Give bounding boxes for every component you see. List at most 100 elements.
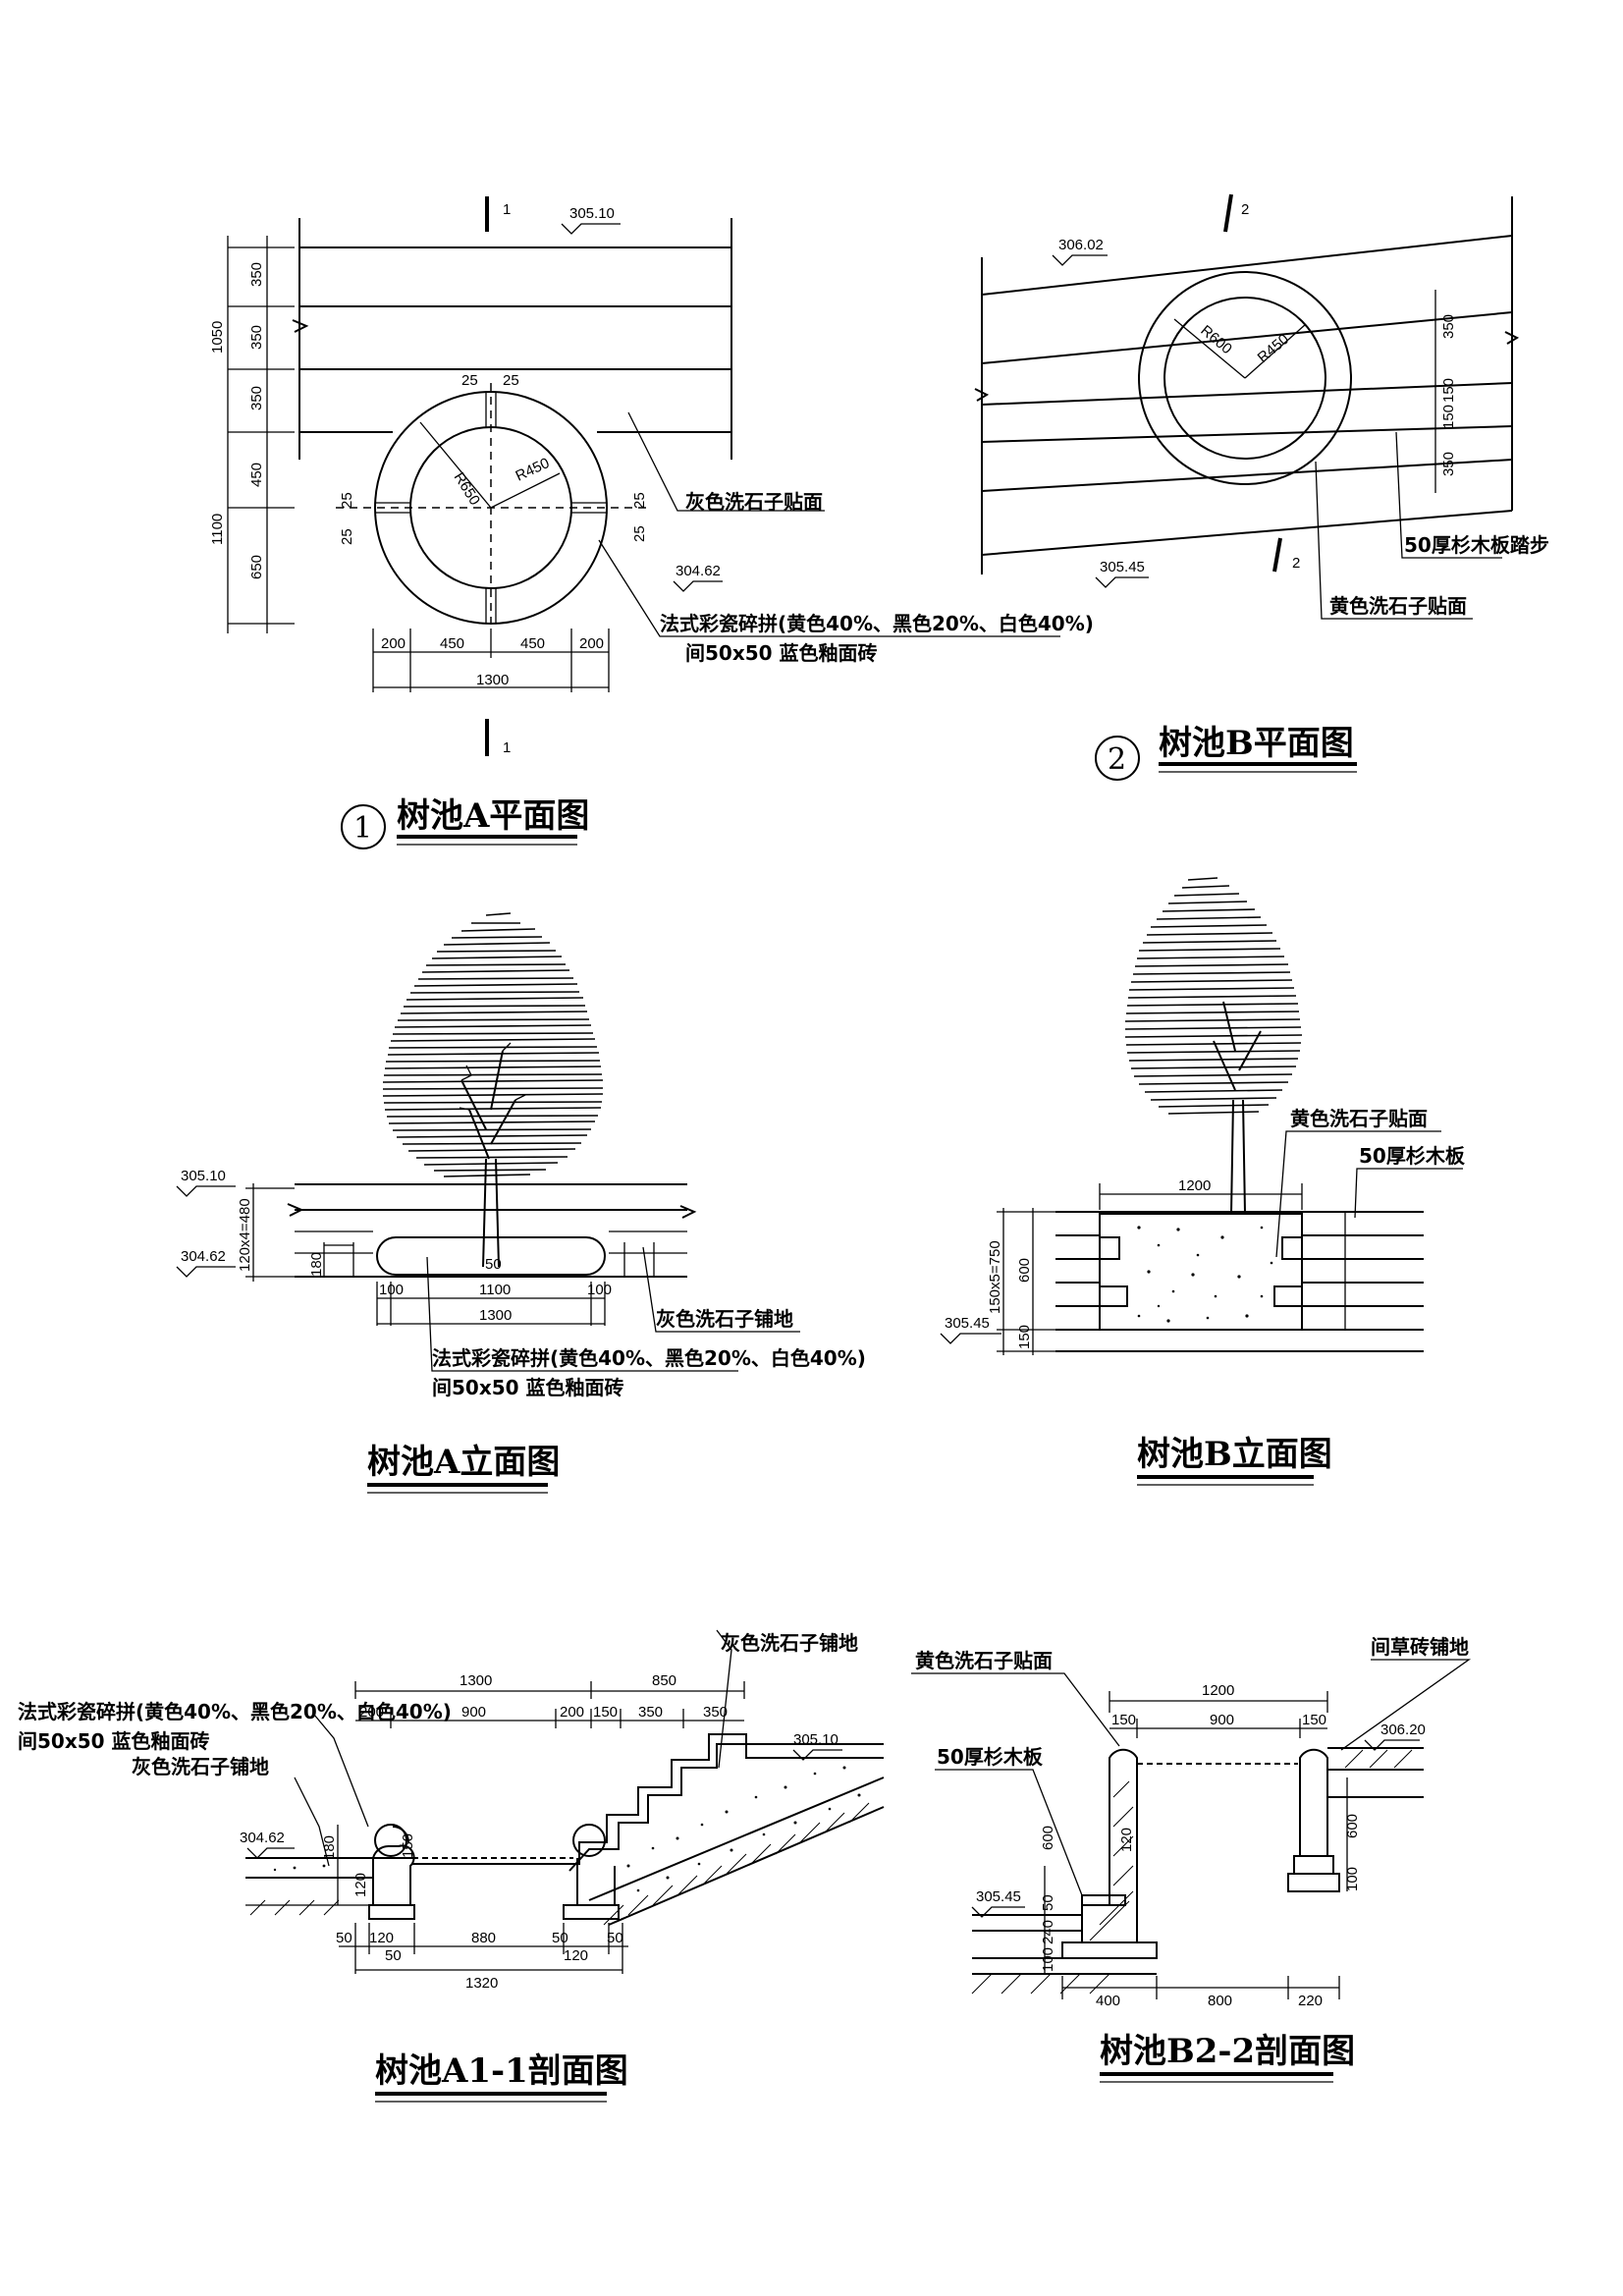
elev-a-top: 305.10 xyxy=(569,205,615,222)
gap-right-2: 25 xyxy=(631,525,648,542)
dim-mid-sb-2: 900 xyxy=(1210,1712,1234,1728)
dim-v-a-1: 350 xyxy=(248,262,265,287)
dim-bot2-sa-2: 120 xyxy=(564,1947,588,1964)
dim-v-sa-180: 180 xyxy=(321,1835,338,1860)
dim-h-a-4: 200 xyxy=(579,635,604,652)
gravel-texture-b xyxy=(1137,1226,1273,1323)
dim-mid-sa-1: 200 xyxy=(359,1704,384,1721)
dim-v-sb-120: 120 xyxy=(1118,1828,1135,1852)
dim-bot-sa-5: 50 xyxy=(607,1930,623,1946)
title-number-b: 2 xyxy=(1108,742,1126,777)
dim-h-elev-a-2: 1100 xyxy=(479,1282,511,1298)
title-plan-a: 树池A平面图 xyxy=(397,796,589,836)
dim-v-a-total-1: 1050 xyxy=(209,321,226,354)
dim-v-sb-240: 240 xyxy=(1040,1920,1056,1944)
dim-v-b-3: 150 xyxy=(1440,405,1457,429)
dim-mid-sa-5: 350 xyxy=(638,1704,663,1721)
dim-mid-sa-4: 150 xyxy=(593,1704,618,1721)
elev-sa-top: 305.10 xyxy=(793,1731,839,1748)
elevation-a: 120x4=480 180 50 100 1100 100 1300 305.1… xyxy=(176,912,866,1494)
elevation-b: 1200 150x5=750 600 150 305.45 黄色洗石子贴面 50… xyxy=(940,877,1466,1486)
label-grass-sb: 间草砖铺地 xyxy=(1371,1635,1469,1659)
label-mosaic2-elev-a: 间50x50 蓝色釉面砖 xyxy=(432,1376,624,1399)
dim-v-a-total-2: 1100 xyxy=(209,514,226,545)
elev-sa-bot: 304.62 xyxy=(240,1830,285,1846)
gap-left-1: 25 xyxy=(339,492,355,509)
section-mark-a-top: 1 xyxy=(503,201,511,218)
dim-mid-sa-3: 200 xyxy=(560,1704,584,1721)
dim-v-b-4: 350 xyxy=(1440,452,1457,476)
dim-bot-sa-2: 120 xyxy=(369,1930,394,1946)
dim-top-sa-2: 850 xyxy=(652,1672,676,1689)
dim-mid-sa-2: 900 xyxy=(461,1704,486,1721)
label-mosaic-sa: 法式彩瓷碎拼(黄色40%、黑色20%、白色40%) xyxy=(18,1700,452,1723)
radius-outer-b: R600 xyxy=(1197,322,1234,357)
section-a: 1300 850 200 900 200 150 350 350 180 150… xyxy=(18,1629,885,2103)
dim-bot-sa-1: 50 xyxy=(336,1930,352,1946)
dim-600-b: 600 xyxy=(1016,1258,1033,1283)
title-number-a: 1 xyxy=(353,811,372,846)
dim-h-elev-a-3: 100 xyxy=(587,1282,612,1298)
dim-bot-sa-3: 880 xyxy=(471,1930,496,1946)
label-mosaic-elev-a: 法式彩瓷碎拼(黄色40%、黑色20%、白色40%) xyxy=(432,1346,866,1370)
label-gray-elev-a: 灰色洗石子铺地 xyxy=(656,1307,793,1331)
label-yellow-sb: 黄色洗石子贴面 xyxy=(915,1649,1053,1672)
dim-150-b: 150 xyxy=(1016,1325,1033,1349)
dim-v-sb-600: 600 xyxy=(1040,1826,1056,1850)
label-gray-top-sa: 灰色洗石子铺地 xyxy=(721,1631,858,1655)
elev-sb-bot: 305.45 xyxy=(976,1888,1021,1905)
label-gray-sa: 灰色洗石子铺地 xyxy=(132,1755,269,1778)
dim-mid-sa-6: 350 xyxy=(703,1704,728,1721)
dim-steps-b: 150x5=750 xyxy=(987,1240,1003,1314)
dim-bot-sa-4: 50 xyxy=(552,1930,568,1946)
elev-elev-a-top: 305.10 xyxy=(181,1168,226,1184)
tree-a-crown xyxy=(382,912,604,1177)
label-mosaic2-a: 间50x50 蓝色釉面砖 xyxy=(685,641,878,665)
gap-left-2: 25 xyxy=(339,528,355,545)
dim-mid-sb-1: 150 xyxy=(1111,1712,1136,1728)
dim-v-sb-50: 50 xyxy=(1040,1894,1056,1911)
dim-v-a-5: 650 xyxy=(248,555,265,579)
elev-elev-a-bot: 304.62 xyxy=(181,1248,226,1265)
plan-b: R600 R450 350 150 150 350 2 2 306.02 305… xyxy=(974,193,1549,781)
dim-h-a-1: 200 xyxy=(381,635,406,652)
label-gray-a: 灰色洗石子贴面 xyxy=(685,490,823,514)
dim-h-elev-a-1: 100 xyxy=(379,1282,404,1298)
dim-v-sb-100: 100 xyxy=(1040,1947,1056,1972)
elev-b-top: 306.02 xyxy=(1058,237,1104,253)
radius-outer-a: R650 xyxy=(451,469,483,508)
dim-total-sa: 1320 xyxy=(465,1975,498,1992)
title-sec-a: 树池A1-1剖面图 xyxy=(375,2051,628,2091)
dim-50-a: 50 xyxy=(485,1256,502,1273)
dim-bot2-sa-1: 50 xyxy=(385,1947,402,1964)
label-yellow-b: 黄色洗石子贴面 xyxy=(1329,594,1467,618)
label-mosaic2-sa: 间50x50 蓝色釉面砖 xyxy=(18,1729,210,1753)
section-mark-b-top: 2 xyxy=(1241,201,1249,218)
gravel-slope-a xyxy=(273,1766,861,1892)
dim-width-b: 1200 xyxy=(1178,1177,1211,1194)
dim-bot-sb-1: 400 xyxy=(1096,1993,1120,2009)
dim-height-a: 120x4=480 xyxy=(237,1198,253,1272)
dim-v-sb-right-100: 100 xyxy=(1344,1867,1361,1891)
dim-v-sb-right-600: 600 xyxy=(1344,1814,1361,1838)
dim-bot-sb-2: 800 xyxy=(1208,1993,1232,2009)
section-b: 1200 150 900 150 600 120 50 240 100 600 … xyxy=(911,1635,1472,2083)
section-mark-a-bot: 1 xyxy=(503,739,511,756)
dim-mid-sb-3: 150 xyxy=(1302,1712,1326,1728)
elev-b-bot: 305.45 xyxy=(1100,559,1145,575)
gap-right-1: 25 xyxy=(631,492,648,509)
plan-a: R650 R450 350 350 350 450 650 1050 1100 … xyxy=(209,196,1094,849)
dim-v-a-4: 450 xyxy=(248,463,265,487)
elev-sb-top: 306.20 xyxy=(1380,1722,1426,1738)
dim-h-a-total: 1300 xyxy=(476,672,509,688)
gap-top-2: 25 xyxy=(503,372,519,389)
dim-top-sb: 1200 xyxy=(1202,1682,1234,1699)
label-yellow-elev-b: 黄色洗石子贴面 xyxy=(1290,1107,1428,1130)
elev-a-bot: 304.62 xyxy=(676,563,721,579)
dim-v-sa-150: 150 xyxy=(400,1833,416,1858)
elev-elev-b-bot: 305.45 xyxy=(945,1315,990,1332)
label-plank-b: 50厚杉木板踏步 xyxy=(1404,533,1549,557)
dim-180-a: 180 xyxy=(308,1252,325,1277)
title-elev-a: 树池A立面图 xyxy=(367,1443,560,1482)
